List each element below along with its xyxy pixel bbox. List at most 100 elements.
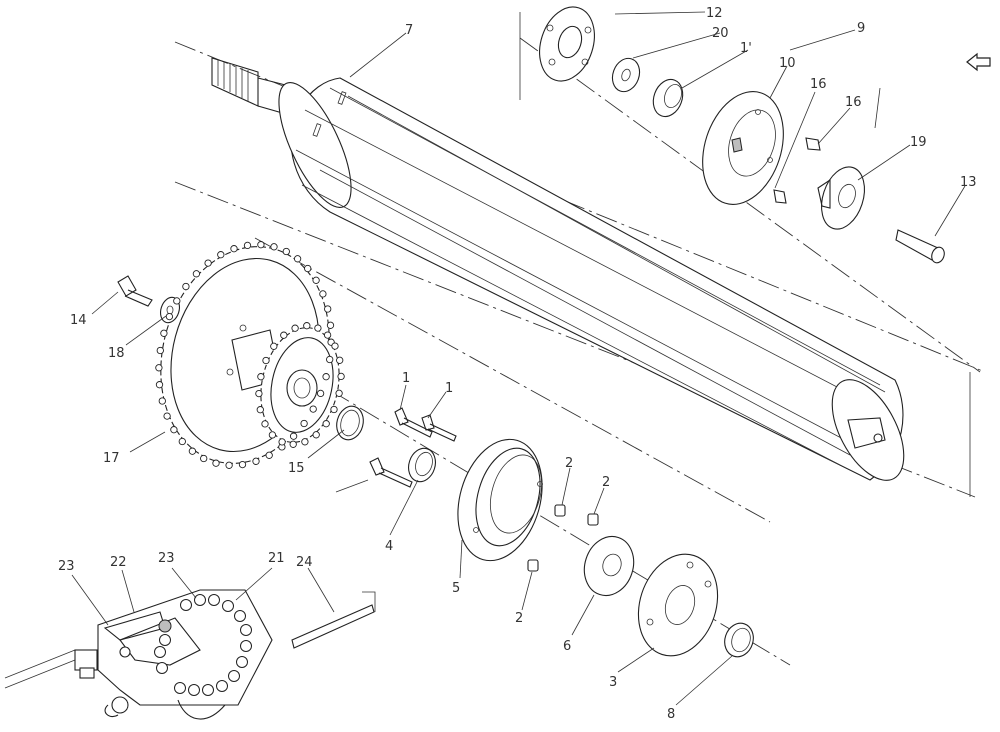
sprocket-tooth	[170, 426, 178, 434]
sprocket-tooth	[312, 276, 320, 284]
callout-1b: 1	[445, 381, 453, 396]
back-arrow-icon[interactable]	[966, 52, 991, 72]
callout-7: 7	[405, 23, 413, 38]
sprocket-tooth	[163, 412, 171, 420]
callout-labels: 12 20 1' 9 7 10 16 16 19 13 14 18 17 15 …	[58, 6, 977, 722]
sprocket-tooth	[217, 251, 225, 259]
small-sprocket-teeth	[255, 322, 345, 448]
sprocket-tooth	[326, 355, 334, 364]
callout-14: 14	[70, 313, 87, 328]
callout-18: 18	[108, 346, 125, 361]
sprocket-tooth	[212, 459, 220, 467]
callout-2b: 2	[602, 475, 610, 490]
callout-24: 24	[296, 555, 313, 570]
sprocket-tooth	[278, 438, 286, 446]
sprocket-tooth	[192, 270, 201, 278]
sprocket-tooth	[200, 454, 208, 463]
sprocket-tooth	[173, 297, 181, 305]
sprocket-tooth	[257, 241, 265, 249]
sprocket-tooth	[155, 381, 164, 389]
chain-roller	[240, 624, 252, 636]
callout-23a: 23	[58, 559, 75, 574]
chain-roller	[194, 594, 206, 606]
chain-roller	[188, 684, 200, 696]
callout-2c: 2	[515, 611, 523, 626]
sprocket-tooth	[291, 324, 299, 332]
sprocket-tooth	[303, 322, 311, 330]
sprocket-tooth	[331, 342, 339, 350]
lock-collar	[583, 535, 635, 597]
callout-16a: 16	[810, 77, 827, 92]
callout-21: 21	[268, 551, 285, 566]
sprocket-tooth	[268, 431, 277, 439]
chain-roller	[236, 656, 248, 668]
bolt-washer-left	[117, 275, 181, 324]
sprocket-tooth	[265, 451, 273, 459]
chain-roller	[154, 646, 166, 658]
callout-16b: 16	[845, 95, 862, 110]
chain-roller	[156, 662, 168, 674]
sprocket-tooth	[337, 372, 345, 381]
sprocket-tooth	[158, 397, 166, 405]
sprocket-tooth	[255, 389, 263, 398]
sprocket-tooth	[326, 321, 335, 329]
drive-detail	[4, 589, 273, 720]
sprocket-tooth	[225, 461, 233, 469]
sprocket-tooth	[182, 282, 190, 291]
chain-roller	[180, 599, 192, 611]
sprocket-tooth	[204, 259, 212, 267]
callout-23b: 23	[158, 551, 175, 566]
sprocket-tooth	[319, 290, 327, 298]
sprocket-tooth	[322, 420, 330, 428]
callout-15: 15	[288, 461, 305, 476]
callout-17: 17	[103, 451, 120, 466]
sprocket-tooth	[316, 389, 325, 398]
sprocket-tooth	[238, 460, 247, 469]
callout-19: 19	[910, 135, 927, 150]
sprocket-tooth	[312, 431, 320, 439]
callout-1a: 1	[402, 371, 410, 386]
sprocket-tooth	[336, 356, 344, 364]
chain-rollers	[154, 594, 252, 696]
snap-ring	[336, 405, 364, 441]
sprocket-tooth	[330, 405, 338, 414]
callout-12: 12	[706, 6, 723, 21]
callout-2a: 2	[565, 456, 573, 471]
callout-13: 13	[960, 175, 977, 190]
sprocket-tooth	[256, 406, 264, 414]
sprocket-tooth	[262, 356, 270, 365]
sprocket-tooth	[304, 264, 312, 273]
chain-roller	[240, 640, 252, 652]
sprocket-tooth	[289, 432, 298, 440]
callout-8: 8	[667, 707, 675, 722]
sprocket-tooth	[257, 373, 265, 381]
callout-6: 6	[563, 639, 571, 654]
sprocket-tooth	[270, 243, 278, 251]
sprocket-tooth	[178, 437, 186, 446]
chain-roller	[202, 684, 214, 696]
sprocket-tooth	[293, 255, 302, 263]
bolts-1	[369, 407, 457, 488]
roller-assembly	[211, 57, 905, 481]
chain-roller	[228, 670, 240, 682]
callout-9: 9	[857, 21, 865, 36]
sprocket-tooth	[300, 419, 308, 428]
sprocket-tooth	[243, 241, 252, 250]
callout-10: 10	[779, 56, 796, 71]
sprocket-tooth	[188, 447, 197, 455]
large-sprocket-teeth	[155, 241, 335, 469]
sprocket-tooth	[280, 331, 288, 339]
scraper-blade	[291, 591, 376, 649]
sprocket-group	[160, 246, 340, 464]
callout-3: 3	[609, 675, 617, 690]
sprocket-tooth	[230, 245, 238, 253]
set-screws	[527, 504, 599, 572]
sprocket-tooth	[323, 331, 332, 339]
chain-roller	[216, 680, 228, 692]
chain-roller	[234, 610, 246, 622]
leader-lines	[71, 11, 966, 706]
sprocket-tooth	[301, 438, 309, 446]
sprocket-tooth	[261, 420, 269, 428]
flange-plate	[637, 553, 719, 657]
